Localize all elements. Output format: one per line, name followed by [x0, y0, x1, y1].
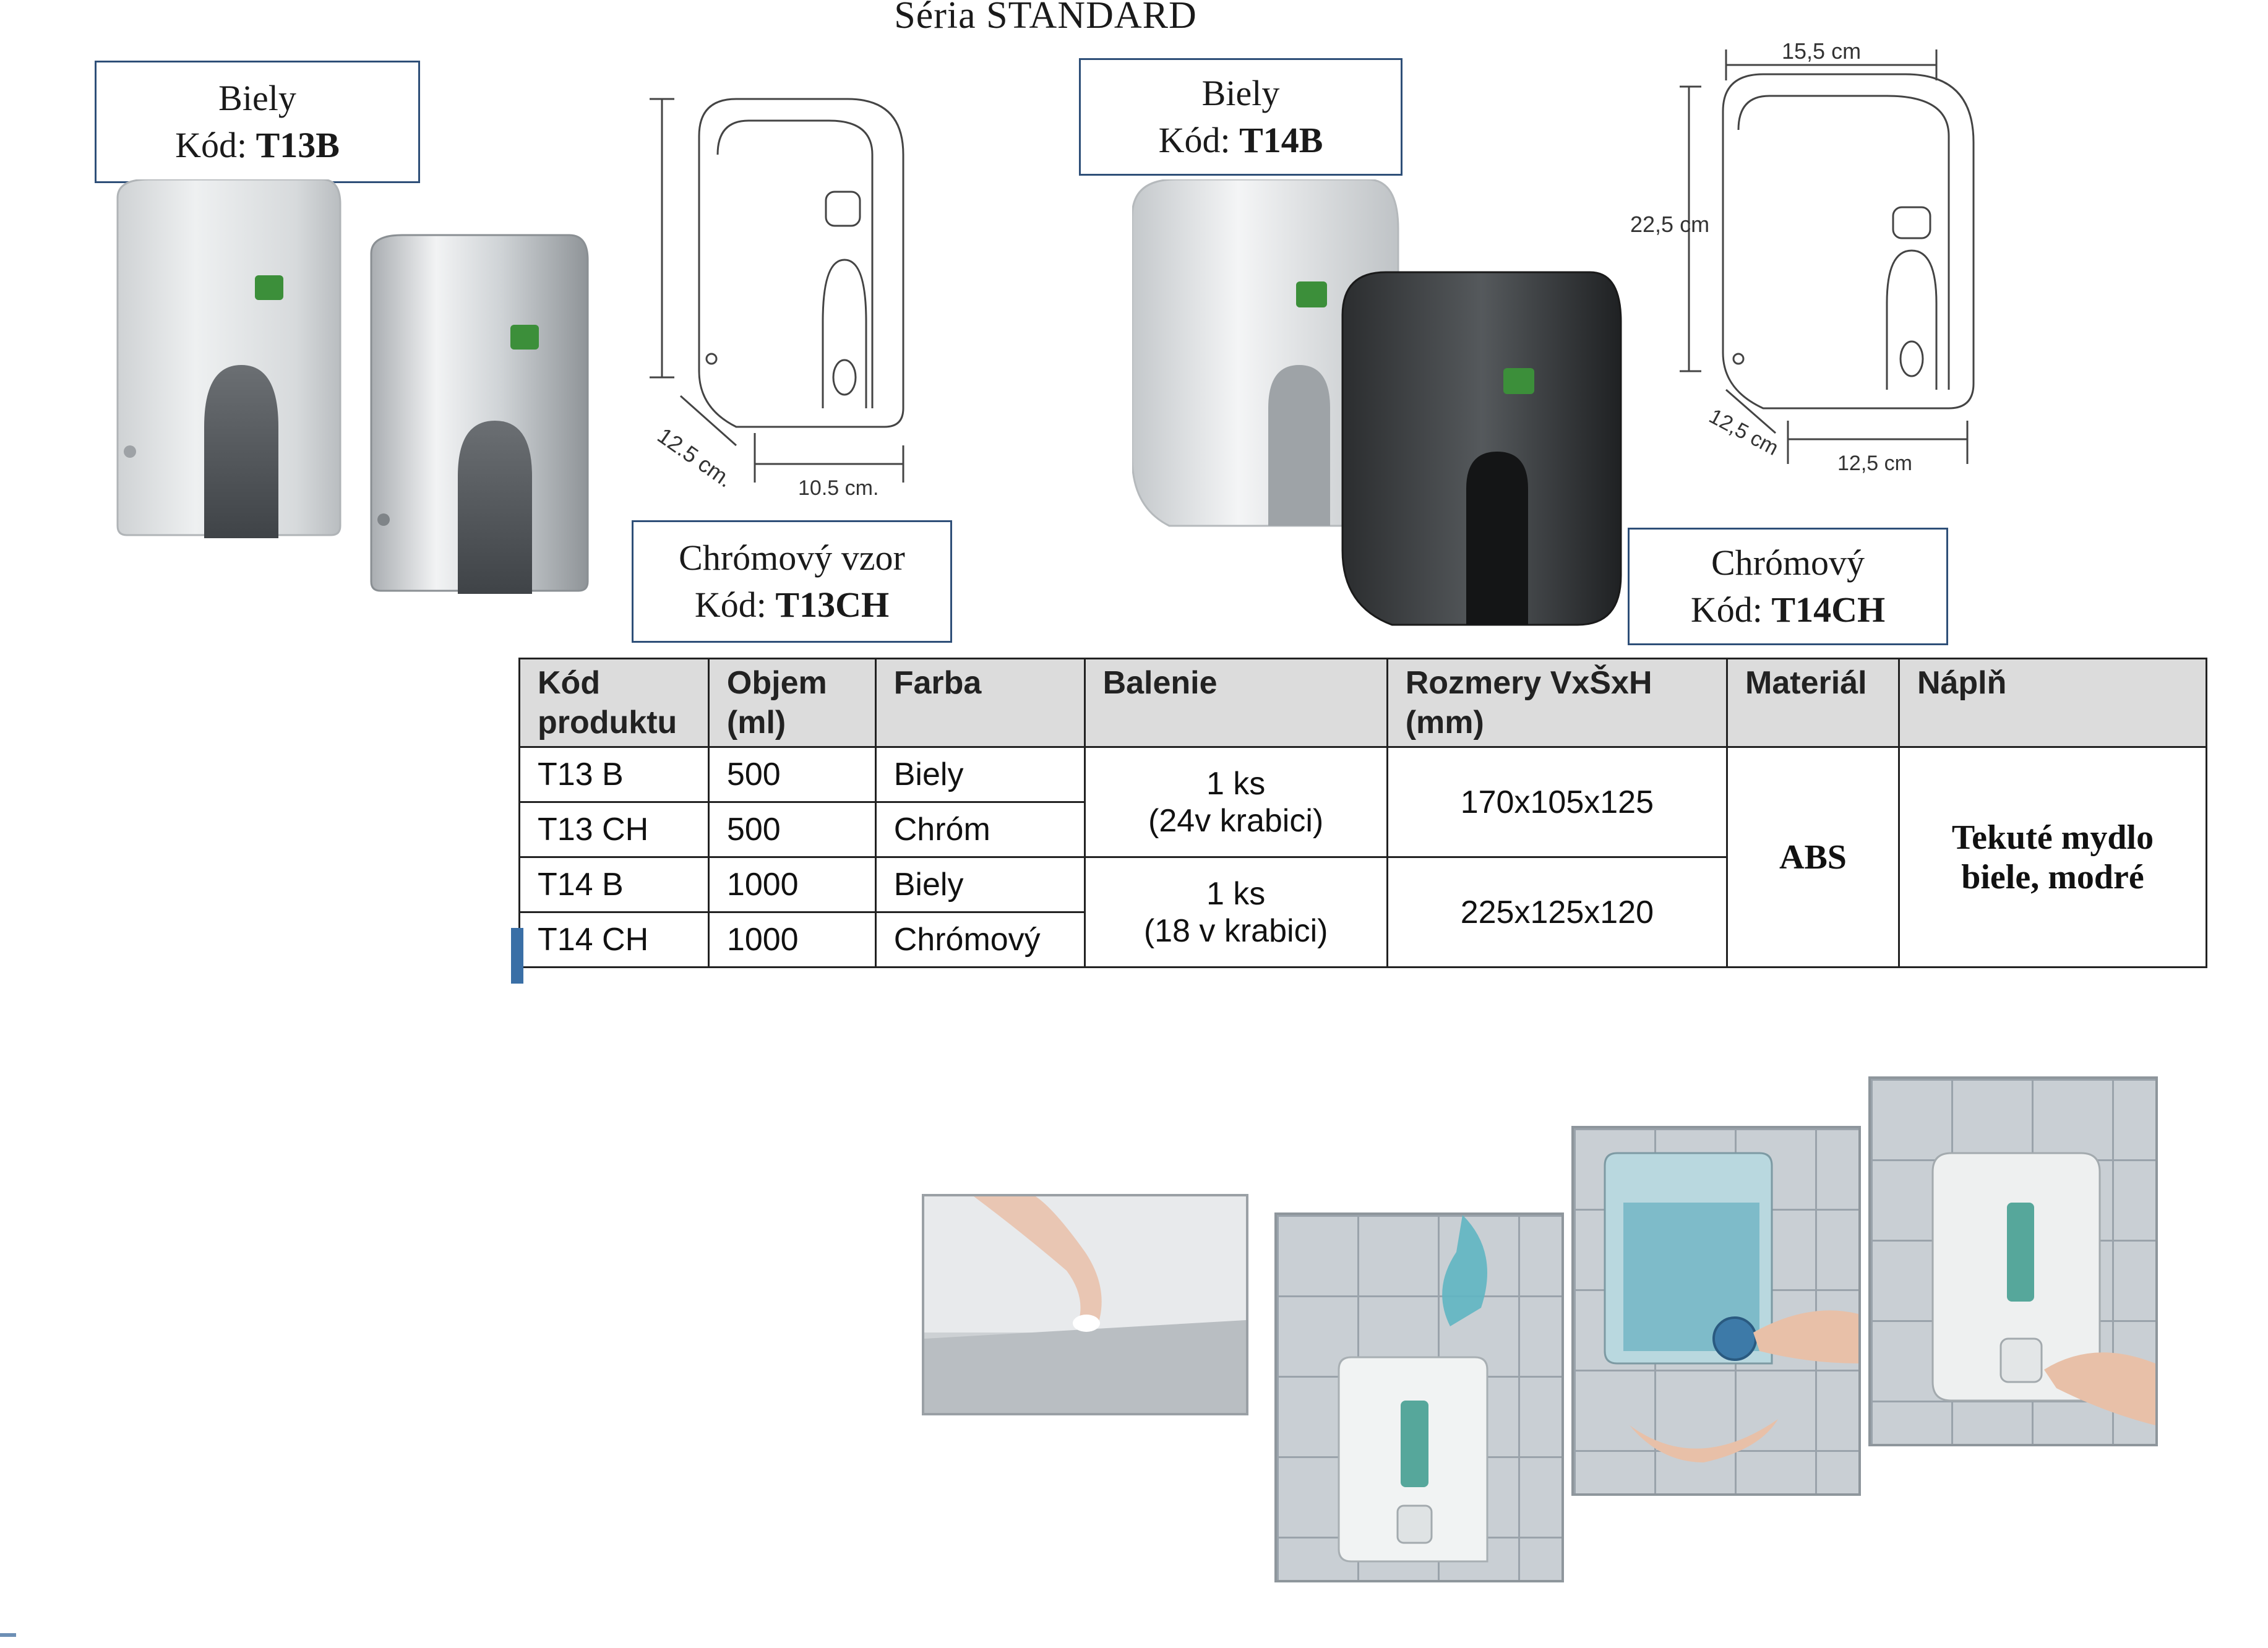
packaging-t14-box: (18 v krabici)	[1143, 912, 1328, 949]
table-row: T14 CH 1000 Chrómový	[518, 911, 2207, 968]
t14-technical-drawing: 15,5 cm 22,5 cm 12,5 cm 12,5 cm	[1630, 38, 1975, 475]
label-t14b-color: Biely	[1201, 73, 1280, 113]
cell-volume: 500	[707, 746, 877, 803]
cell-volume: 1000	[707, 911, 877, 968]
t14-depth-dimension: 12,5 cm	[1705, 405, 1782, 460]
cell-refill: Tekuté mydlo biele, modré	[1897, 746, 2208, 968]
corner-mark	[511, 928, 523, 984]
header-product-code: Kód produktu	[518, 658, 710, 748]
cell-code: T13 B	[518, 746, 710, 803]
cell-material: ABS	[1726, 746, 1900, 968]
spec-table-header-row: Kód produktu Objem (ml) Farba Balenie Ro…	[518, 658, 2208, 748]
cell-color: Chrómový	[874, 911, 1086, 968]
label-t14b: Biely Kód: T14B	[1079, 58, 1402, 176]
t13-depth-dimension: 12.5 cm.	[653, 423, 737, 492]
t14-black-logo	[1503, 368, 1534, 394]
t13-chrome-dispenser	[370, 234, 589, 594]
cell-size-t13: 170x105x125	[1386, 746, 1729, 858]
header-packaging: Balenie	[1083, 658, 1388, 748]
table-row: T14 B 1000 Biely 1 ks (18 v krabici) 225…	[518, 856, 2207, 968]
spec-table: Kód produktu Objem (ml) Farba Balenie Ro…	[518, 658, 2208, 968]
t14-width-dimension: 12,5 cm	[1837, 452, 1912, 475]
cell-color: Biely	[874, 746, 1086, 803]
cell-code: T14 B	[518, 856, 710, 913]
cell-volume: 1000	[707, 856, 877, 913]
usage-photo-refill-lid	[922, 1194, 1248, 1415]
header-volume: Objem (ml)	[707, 658, 877, 748]
page-edge-mark	[0, 1633, 16, 1637]
cell-color: Chróm	[874, 801, 1086, 858]
t14-top-width-dimension: 15,5 cm	[1782, 38, 1861, 64]
label-t14ch-color: Chrómový	[1711, 543, 1865, 583]
cell-code: T13 CH	[518, 801, 710, 858]
packaging-t13-box: (24v krabici)	[1148, 802, 1324, 839]
t14-height-dimension: 22,5 cm	[1630, 212, 1709, 237]
refill-line-2: biele, modré	[1961, 857, 2144, 896]
label-t13ch-color: Chrómový vzor	[679, 538, 905, 578]
cell-packaging-t13: 1 ks (24v krabici)	[1083, 746, 1388, 858]
label-t13ch-code-prefix: Kód:	[694, 585, 767, 625]
cell-size-t14: 225x125x120	[1386, 856, 1729, 968]
label-t14b-code-prefix: Kód:	[1158, 120, 1231, 160]
t14-white-dispenser	[1132, 179, 1399, 527]
packaging-t13-qty: 1 ks	[1206, 765, 1266, 802]
t13-width-dimension: 10.5 cm.	[798, 476, 878, 500]
packaging-t14-qty: 1 ks	[1206, 875, 1266, 912]
t13-white-dispenser	[116, 179, 341, 538]
cell-packaging-t14: 1 ks (18 v krabici)	[1083, 856, 1388, 968]
cell-color: Biely	[874, 856, 1086, 913]
t14-black-dispenser	[1341, 271, 1622, 626]
t14-white-logo	[1296, 281, 1327, 307]
t13-white-logo	[255, 275, 283, 300]
header-refill: Náplň	[1897, 658, 2208, 748]
label-t13b-color: Biely	[218, 78, 296, 118]
label-t14ch-code-line: Kód: T14CH	[1630, 586, 1946, 633]
t13-chrome-logo	[510, 325, 539, 350]
header-material: Materiál	[1726, 658, 1900, 748]
label-t13ch-code-line: Kód: T13CH	[634, 582, 950, 629]
table-row: T13 B 500 Biely 1 ks (24v krabici) 170x1…	[518, 746, 2208, 968]
label-t14b-code-line: Kód: T14B	[1081, 117, 1401, 164]
label-t13b-code-prefix: Kód:	[175, 125, 247, 165]
header-color: Farba	[874, 658, 1086, 748]
cell-volume: 500	[707, 801, 877, 858]
header-dimensions: Rozmery VxŠxH (mm)	[1386, 658, 1729, 748]
label-t13b-code-line: Kód: T13B	[97, 122, 418, 169]
cell-code: T14 CH	[518, 911, 710, 968]
t13-product-photo	[116, 179, 589, 594]
refill-line-1: Tekuté mydlo	[1951, 818, 2154, 857]
label-t13b: Biely Kód: T13B	[95, 61, 420, 183]
label-t13ch-code: T13CH	[775, 585, 890, 625]
label-t14ch-code-prefix: Kód:	[1690, 590, 1763, 630]
usage-photo-pour-soap	[1274, 1212, 1564, 1582]
label-t14ch-code: T14CH	[1771, 590, 1886, 630]
t13-technical-drawing: 12.5 cm. 10.5 cm.	[650, 98, 904, 500]
label-t13b-code: T13B	[256, 125, 340, 165]
usage-photo-dispense	[1868, 1076, 2158, 1446]
table-row: T13 CH 500 Chróm	[518, 801, 2207, 858]
t14-product-photo	[1132, 179, 1622, 626]
label-t14b-code: T14B	[1239, 120, 1323, 160]
label-t14ch: Chrómový Kód: T14CH	[1628, 528, 1948, 645]
usage-photo-press-button	[1571, 1126, 1861, 1496]
series-title: Séria STANDARD	[894, 0, 1197, 36]
label-t13ch: Chrómový vzor Kód: T13CH	[632, 520, 952, 643]
